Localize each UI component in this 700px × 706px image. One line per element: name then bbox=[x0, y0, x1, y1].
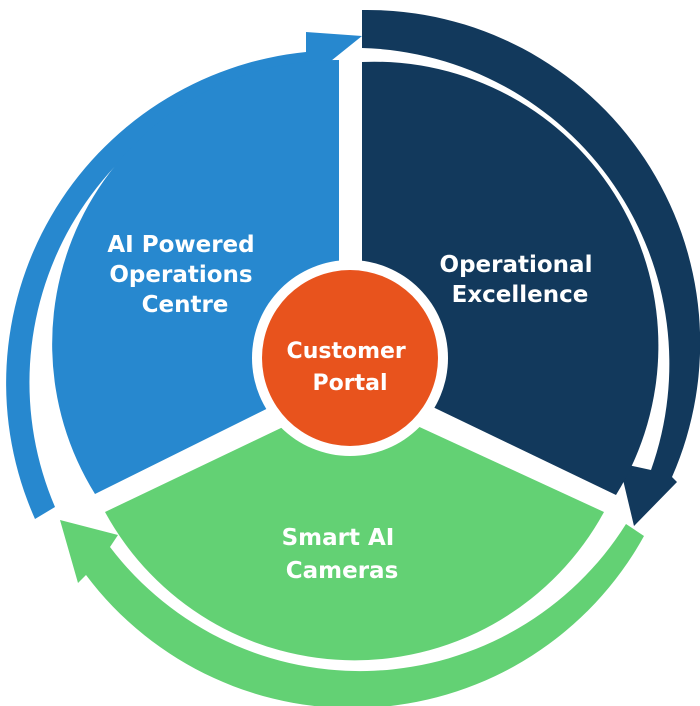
arrow-cameras bbox=[60, 520, 644, 706]
cameras-line-2: Cameras bbox=[286, 558, 399, 584]
segment-label-opex: Operational Excellence bbox=[440, 252, 601, 308]
center-circle bbox=[262, 270, 438, 446]
arrow-ai-ops bbox=[6, 32, 362, 519]
ai-ops-line-1: AI Powered bbox=[107, 232, 254, 258]
segment-label-ai-ops: AI Powered Operations Centre bbox=[107, 232, 262, 318]
center-label: Customer Portal bbox=[287, 339, 414, 396]
arrow-opex bbox=[362, 9, 700, 526]
segment-label-cameras: Smart AI Cameras bbox=[282, 525, 403, 584]
cameras-line-1: Smart AI bbox=[282, 525, 395, 551]
center-line-2: Portal bbox=[313, 371, 388, 396]
opex-line-2: Excellence bbox=[452, 282, 589, 308]
center-line-1: Customer bbox=[287, 339, 406, 364]
segment-smart-ai-cameras bbox=[105, 395, 604, 661]
ai-ops-line-2: Operations bbox=[109, 262, 252, 288]
ai-ops-line-3: Centre bbox=[142, 292, 229, 318]
opex-line-1: Operational bbox=[440, 252, 593, 278]
